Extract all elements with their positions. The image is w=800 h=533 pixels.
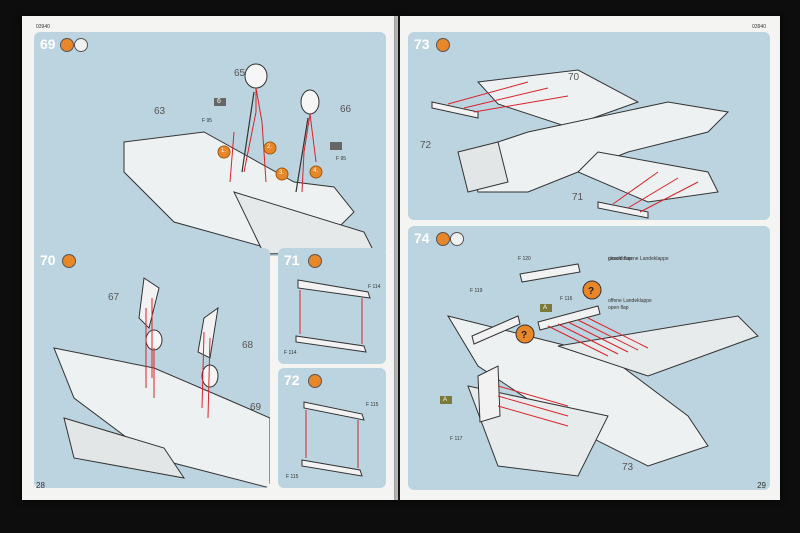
paint-badge-icon (436, 38, 450, 52)
note-en: closed flap (608, 256, 632, 262)
svg-text:?: ? (521, 330, 527, 341)
part-label: 70 (568, 72, 580, 83)
step-number: 74 (414, 230, 430, 246)
step-number: 70 (40, 252, 56, 268)
part-label: 68 (242, 340, 254, 351)
marker-label: A (443, 397, 448, 403)
glue-badge-icon (74, 38, 88, 52)
part-label: 72 (420, 140, 432, 151)
part-label: F 115 (286, 474, 299, 480)
step-73-drawing (431, 69, 730, 219)
part-label: F 114 (284, 350, 297, 356)
closed-flap-note: closed flap (608, 256, 632, 263)
part-label: 67 (108, 292, 120, 303)
step-74-panel: 74 ? (408, 226, 770, 490)
marker-label: A (543, 305, 548, 311)
part-label: F 95 (202, 118, 213, 124)
instruction-booklet: 03940 69 (22, 16, 780, 500)
left-page: 03940 69 (22, 16, 398, 500)
order-label: 3. (279, 170, 285, 176)
order-label: 2. (267, 144, 273, 150)
part-label: 73 (622, 462, 634, 473)
step-69-drawing (123, 63, 375, 255)
paint-badge-icon (308, 374, 322, 388)
part-label: 69 (250, 402, 262, 413)
step-71-drawing (295, 279, 371, 353)
step-number: 73 (414, 36, 430, 52)
step-number: 69 (40, 36, 56, 52)
part-label: F 117 (450, 436, 463, 442)
step-71-panel: 71 F 114 F 114 (278, 248, 386, 364)
part-label: F 114 (368, 284, 381, 290)
paint-badge-icon (62, 254, 76, 268)
paint-badge-icon (308, 254, 322, 268)
order-label: 1. (221, 148, 227, 154)
glue-badge-icon (450, 232, 464, 246)
step-number: 71 (284, 252, 300, 268)
paint-badge-icon (60, 38, 74, 52)
order-label: 4. (313, 168, 319, 174)
part-label: 63 (154, 106, 166, 117)
part-label: F 120 (518, 256, 531, 262)
paint-badge-icon (436, 232, 450, 246)
marker-label: 6 (217, 98, 221, 105)
step-72-panel: 72 F 115 F 115 (278, 368, 386, 488)
step-70-panel: 70 67 68 69 (34, 248, 270, 488)
open-flap-note: offene Landeklappe open flap (608, 298, 652, 312)
left-page-number: 28 (36, 481, 45, 490)
part-label: 65 (234, 68, 246, 79)
right-page-number: 29 (757, 481, 766, 490)
right-page-code: 03940 (752, 24, 766, 30)
part-label: 71 (572, 192, 584, 203)
closed-flap-note-de: geschlossene Landeklappe (608, 256, 669, 262)
step-72-drawing (301, 401, 365, 477)
svg-text:?: ? (588, 286, 594, 297)
part-label: F 119 (470, 288, 483, 294)
step-70-drawing (53, 277, 270, 488)
right-page: 03940 73 (400, 16, 780, 500)
part-label: F 115 (366, 402, 379, 408)
part-label: F 95 (336, 156, 347, 162)
note-en: open flap (608, 305, 629, 311)
part-label: 66 (340, 104, 352, 115)
part-label: F 116 (560, 296, 573, 302)
step-73-panel: 73 (408, 32, 770, 220)
step-74-drawing: ? ? (440, 263, 759, 477)
step-69-panel: 69 (34, 32, 386, 256)
left-page-code: 03940 (36, 24, 50, 30)
step-number: 72 (284, 372, 300, 388)
note-de: offene Landeklappe (608, 298, 652, 304)
